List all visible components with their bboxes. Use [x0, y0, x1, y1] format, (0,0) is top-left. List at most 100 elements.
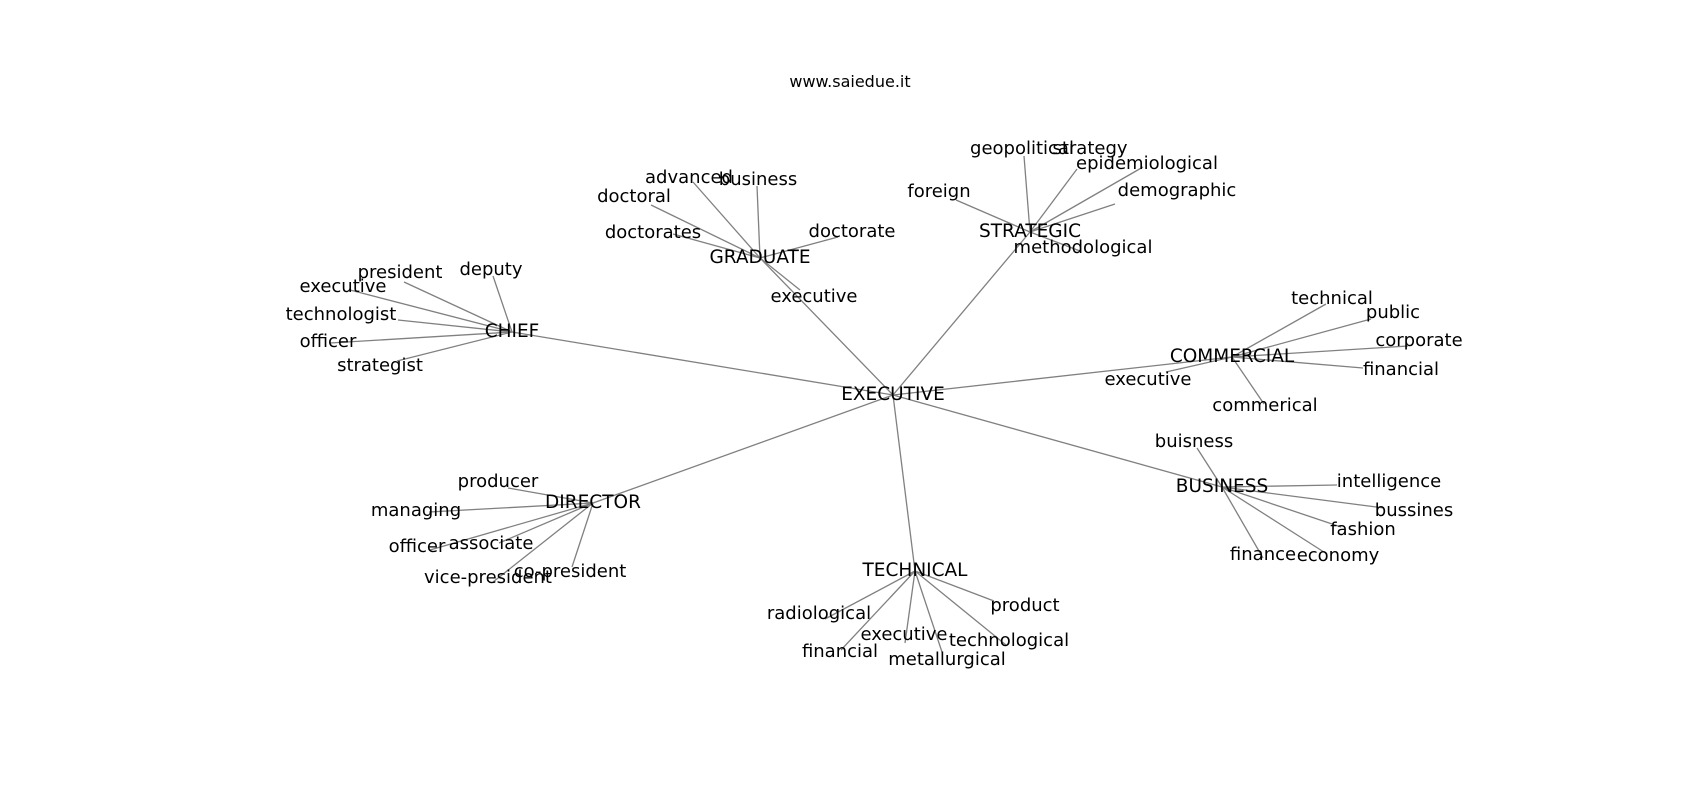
edge-business-4 [1221, 486, 1264, 559]
node-leaf-graduate-1: business [719, 169, 797, 190]
node-leaf-strategic-4: demographic [1118, 180, 1237, 201]
node-leaf-chief-5: strategist [337, 355, 423, 376]
edge-technical-1 [914, 570, 995, 602]
edge-director-5 [571, 502, 594, 568]
edge-technical-4 [840, 570, 916, 651]
node-leaf-strategic-3: foreign [907, 181, 970, 202]
node-leaf-strategic-1: strategy [1052, 138, 1127, 159]
edge-director-3 [498, 502, 594, 544]
node-hub-chief: CHIEF [485, 321, 540, 342]
edge-strategic-4 [1029, 203, 1116, 233]
node-leaf-director-4: vice-president [424, 567, 552, 588]
edge-technical-0 [824, 570, 916, 620]
edge-strategic-2 [1029, 166, 1144, 233]
edge-graduate-4 [759, 236, 839, 259]
edge-business-0 [1196, 447, 1223, 488]
node-leaf-business-4: finance [1230, 544, 1296, 565]
node-leaf-technical-0: radiological [767, 603, 871, 624]
edge-commercial-1 [1231, 318, 1372, 358]
node-leaf-technical-5: metallurgical [888, 649, 1006, 670]
edge-director-4 [492, 502, 594, 583]
edge-chief-2 [349, 289, 513, 333]
node-root-label: EXECUTIVE [841, 384, 945, 405]
edge-strategic-1 [1029, 168, 1078, 233]
node-hub-strategic: STRATEGIC [979, 221, 1081, 242]
node-leaf-chief-4: officer [300, 331, 357, 352]
node-leaf-graduate-4: doctorate [809, 221, 896, 242]
node-leaf-graduate-2: doctoral [597, 186, 671, 207]
edge-graduate-0 [692, 181, 761, 259]
node-hub-director: DIRECTOR [545, 492, 641, 513]
edge-business-2 [1221, 486, 1385, 509]
node-leaf-strategic-0: geopolitical [970, 138, 1074, 159]
node-leaf-business-5: economy [1297, 545, 1380, 566]
edge-commercial-2 [1231, 345, 1409, 358]
edge-chief-3 [397, 319, 513, 333]
edge-root-graduate [759, 257, 894, 396]
edge-graduate-1 [756, 185, 761, 259]
node-leaf-director-3: associate [449, 533, 534, 554]
edge-strategic-5 [1029, 231, 1081, 252]
edge-commercial-5 [1231, 356, 1265, 405]
node-leaf-business-0: buisness [1155, 431, 1233, 452]
node-leaf-technical-4: financial [802, 641, 878, 662]
node-leaf-graduate-5: executive [770, 286, 857, 307]
edge-director-0 [507, 487, 594, 504]
edge-business-3 [1221, 486, 1342, 528]
node-leaf-director-5: co-president [514, 561, 627, 582]
watermark-text: www.saiedue.it [789, 72, 911, 91]
node-leaf-director-0: producer [458, 471, 539, 492]
edge-graduate-3 [672, 233, 761, 259]
graph-edges [329, 155, 1409, 653]
node-leaf-chief-1: deputy [459, 259, 522, 280]
node-leaf-director-1: managing [371, 500, 461, 521]
node-leaf-commercial-4: executive [1104, 369, 1191, 390]
edge-commercial-4 [1165, 356, 1233, 373]
edge-root-business [892, 394, 1223, 488]
edge-root-director [592, 394, 894, 504]
edge-graduate-2 [650, 204, 761, 259]
edge-chief-4 [329, 331, 513, 344]
node-leaf-chief-0: president [358, 262, 443, 283]
node-leaf-business-1: intelligence [1337, 471, 1441, 492]
edge-chief-5 [396, 331, 513, 362]
node-leaf-commercial-1: public [1366, 302, 1420, 323]
edge-strategic-0 [1023, 155, 1031, 233]
edge-commercial-0 [1231, 303, 1327, 358]
edge-commercial-3 [1231, 356, 1364, 369]
node-leaf-graduate-3: doctorates [605, 222, 701, 243]
edge-strategic-3 [955, 199, 1031, 233]
edge-root-chief [511, 331, 894, 396]
node-hub-business: BUSINESS [1176, 476, 1268, 497]
node-hub-graduate: GRADUATE [709, 247, 810, 268]
node-leaf-commercial-0: technical [1291, 288, 1373, 309]
edge-technical-3 [914, 570, 1007, 646]
node-leaf-technical-1: product [990, 595, 1059, 616]
node-hub-commercial: COMMERCIAL [1170, 346, 1295, 367]
node-leaf-technical-2: executive [860, 624, 947, 645]
node-leaf-chief-2: executive [299, 276, 386, 297]
node-leaf-strategic-5: methodological [1014, 237, 1153, 258]
node-leaf-commercial-3: financial [1363, 359, 1439, 380]
edge-director-1 [428, 502, 594, 513]
node-leaf-director-2: officer [389, 536, 446, 557]
node-leaf-commercial-2: corporate [1375, 330, 1462, 351]
node-leaf-strategic-2: epidemiological [1076, 153, 1218, 174]
edge-business-5 [1221, 486, 1328, 555]
edge-business-1 [1221, 484, 1338, 488]
node-leaf-commercial-5: commerical [1212, 395, 1317, 416]
node-hub-technical: TECHNICAL [862, 560, 969, 581]
node-leaf-chief-3: technologist [286, 304, 397, 325]
edge-graduate-5 [759, 257, 801, 291]
node-leaf-business-2: bussines [1375, 500, 1453, 521]
edge-chief-0 [403, 281, 513, 333]
edge-chief-1 [492, 275, 513, 333]
node-leaf-technical-3: technological [949, 630, 1069, 651]
edge-technical-2 [904, 570, 916, 644]
node-leaf-business-3: fashion [1330, 519, 1396, 540]
edge-technical-5 [914, 570, 943, 653]
edge-root-strategic [892, 231, 1031, 396]
edge-root-commercial [892, 356, 1233, 396]
